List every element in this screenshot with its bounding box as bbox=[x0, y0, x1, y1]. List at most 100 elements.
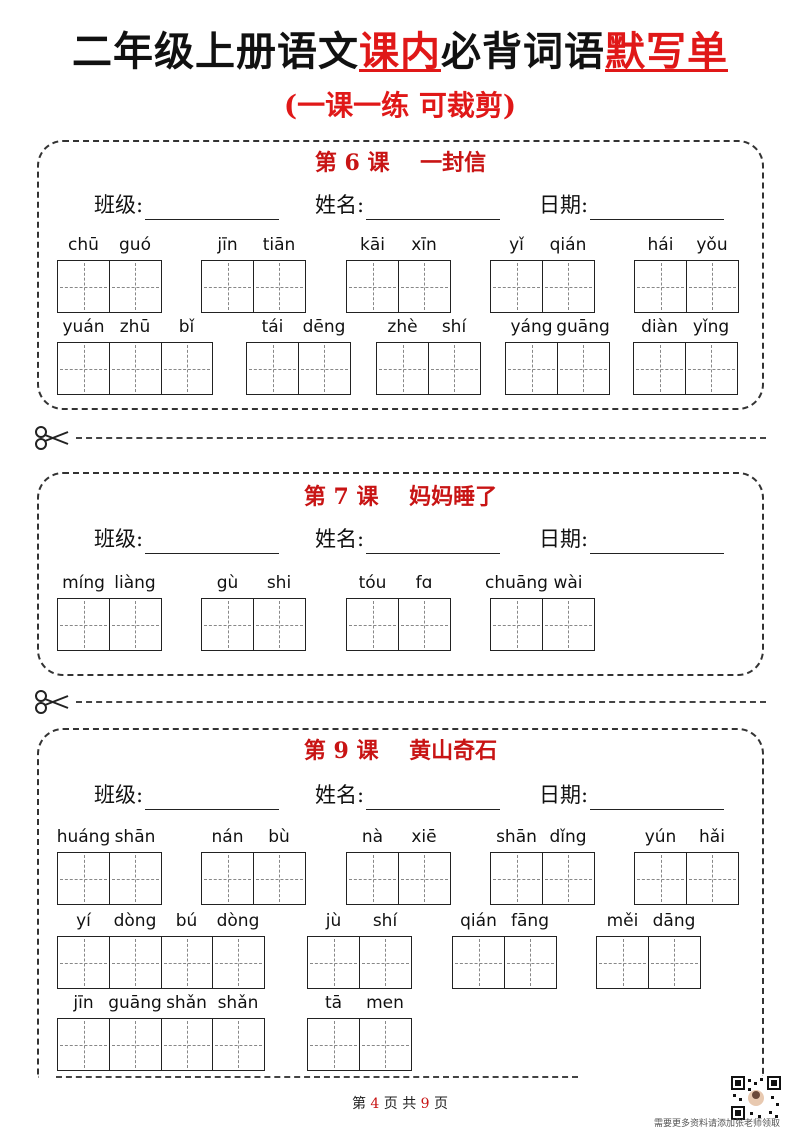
date-field[interactable]: 日期: bbox=[539, 190, 725, 220]
tianzige-box[interactable] bbox=[346, 852, 399, 905]
date-label: 日期: bbox=[539, 193, 589, 217]
pinyin-syllable: dēng bbox=[302, 317, 346, 337]
footer-mid: 页 共 bbox=[383, 1096, 417, 1112]
tianzige-box[interactable] bbox=[110, 342, 162, 395]
tianzige-box[interactable] bbox=[686, 342, 738, 395]
class-field[interactable]: 班级: bbox=[94, 524, 280, 554]
tianzige-box[interactable] bbox=[360, 1018, 412, 1071]
date-blank[interactable] bbox=[590, 787, 725, 810]
name-blank[interactable] bbox=[366, 197, 501, 220]
pinyin-syllable: yí bbox=[76, 911, 91, 931]
tianzige-box[interactable] bbox=[634, 260, 687, 313]
tianzige-box[interactable] bbox=[161, 936, 213, 989]
tianzige-box[interactable] bbox=[633, 342, 686, 395]
tianzige-box[interactable] bbox=[57, 1018, 110, 1071]
tianzige-box[interactable] bbox=[399, 852, 451, 905]
scissors-icon bbox=[35, 426, 69, 450]
name-field[interactable]: 姓名: bbox=[315, 190, 501, 220]
lesson-title: 第 9 课 黄山奇石 bbox=[303, 738, 498, 764]
tianzige-box[interactable] bbox=[649, 936, 701, 989]
pinyin-syllable: jīn bbox=[73, 993, 94, 1013]
class-blank[interactable] bbox=[145, 531, 280, 554]
tianzige-box[interactable] bbox=[213, 936, 265, 989]
tianzige-box[interactable] bbox=[490, 598, 543, 651]
pinyin-syllable: guó bbox=[119, 235, 151, 255]
scissors-icon bbox=[35, 690, 69, 714]
tianzige-box[interactable] bbox=[687, 852, 739, 905]
name-blank[interactable] bbox=[366, 787, 501, 810]
tianzige-box[interactable] bbox=[558, 342, 610, 395]
name-field[interactable]: 姓名: bbox=[315, 780, 501, 810]
tianzige-box[interactable] bbox=[110, 852, 162, 905]
tianzige-box[interactable] bbox=[307, 1018, 360, 1071]
tianzige-box[interactable] bbox=[399, 598, 451, 651]
tianzige-box[interactable] bbox=[254, 598, 306, 651]
tianzige-box[interactable] bbox=[213, 1018, 265, 1071]
tianzige-box[interactable] bbox=[360, 936, 412, 989]
tianzige-box[interactable] bbox=[254, 852, 306, 905]
tianzige-box[interactable] bbox=[687, 260, 739, 313]
tianzige-box[interactable] bbox=[543, 260, 595, 313]
tianzige-box[interactable] bbox=[429, 342, 481, 395]
tianzige-box[interactable] bbox=[246, 342, 299, 395]
tianzige-box[interactable] bbox=[57, 342, 110, 395]
pinyin-syllable: jīn bbox=[217, 235, 238, 255]
pinyin-syllable: shān bbox=[496, 827, 537, 847]
pinyin-syllable: chū bbox=[68, 235, 99, 255]
tianzige-box[interactable] bbox=[490, 852, 543, 905]
tianzige-box[interactable] bbox=[543, 598, 595, 651]
tianzige-box[interactable] bbox=[596, 936, 649, 989]
tianzige-box[interactable] bbox=[57, 852, 110, 905]
class-field[interactable]: 班级: bbox=[94, 190, 280, 220]
pinyin-syllable: yáng bbox=[510, 317, 553, 337]
tianzige-box[interactable] bbox=[490, 260, 543, 313]
tianzige-box[interactable] bbox=[57, 598, 110, 651]
tianzige-box[interactable] bbox=[57, 936, 110, 989]
tianzige-box[interactable] bbox=[505, 342, 558, 395]
tianzige-box[interactable] bbox=[110, 936, 162, 989]
tianzige-box[interactable] bbox=[201, 852, 254, 905]
date-field[interactable]: 日期: bbox=[539, 780, 725, 810]
tianzige-box[interactable] bbox=[299, 342, 351, 395]
class-blank[interactable] bbox=[145, 787, 280, 810]
cut-line bbox=[34, 690, 766, 714]
tianzige-box[interactable] bbox=[201, 260, 254, 313]
tianzige-box[interactable] bbox=[110, 1018, 162, 1071]
tianzige-box[interactable] bbox=[376, 342, 429, 395]
date-field[interactable]: 日期: bbox=[539, 524, 725, 554]
writing-boxes bbox=[376, 342, 481, 395]
writing-boxes bbox=[57, 936, 265, 989]
tianzige-box[interactable] bbox=[161, 342, 213, 395]
tianzige-box[interactable] bbox=[505, 936, 557, 989]
tianzige-box[interactable] bbox=[254, 260, 306, 313]
tianzige-box[interactable] bbox=[634, 852, 687, 905]
writing-boxes bbox=[596, 936, 701, 989]
tianzige-box[interactable] bbox=[307, 936, 360, 989]
tianzige-box[interactable] bbox=[161, 1018, 213, 1071]
writing-boxes bbox=[201, 598, 306, 651]
class-field[interactable]: 班级: bbox=[94, 780, 280, 810]
tianzige-box[interactable] bbox=[110, 598, 162, 651]
tianzige-box[interactable] bbox=[399, 260, 451, 313]
class-blank[interactable] bbox=[145, 197, 280, 220]
date-blank[interactable] bbox=[590, 531, 725, 554]
date-blank[interactable] bbox=[590, 197, 725, 220]
tianzige-box[interactable] bbox=[110, 260, 162, 313]
tianzige-box[interactable] bbox=[57, 260, 110, 313]
tianzige-box[interactable] bbox=[346, 598, 399, 651]
tianzige-box[interactable] bbox=[201, 598, 254, 651]
writing-boxes bbox=[490, 852, 595, 905]
tianzige-box[interactable] bbox=[346, 260, 399, 313]
name-blank[interactable] bbox=[366, 531, 501, 554]
tianzige-box[interactable] bbox=[452, 936, 505, 989]
pinyin-syllable: qián bbox=[460, 911, 497, 931]
tianzige-box[interactable] bbox=[543, 852, 595, 905]
name-field[interactable]: 姓名: bbox=[315, 524, 501, 554]
